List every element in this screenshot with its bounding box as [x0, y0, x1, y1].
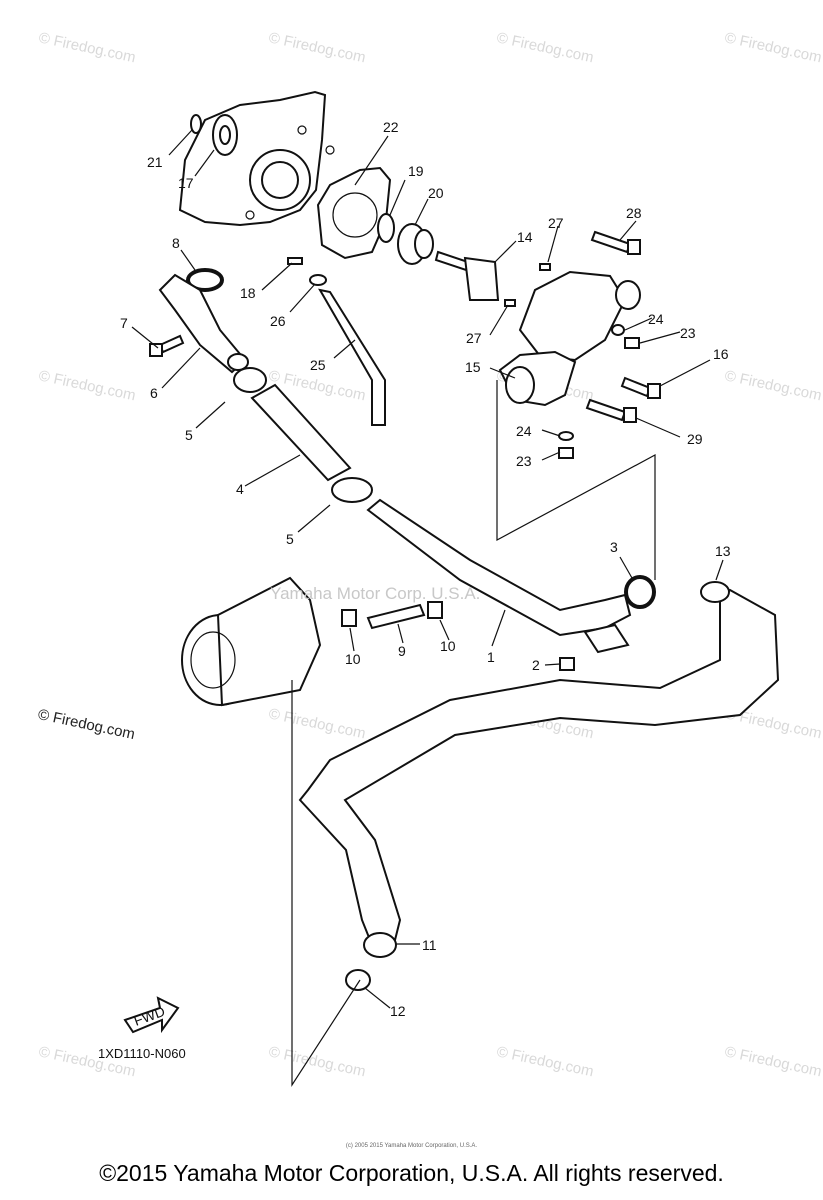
clamp-5: [233, 367, 267, 393]
callout-10: 10: [440, 638, 456, 654]
watermark-text: © Firedog.com: [267, 705, 367, 742]
elbow-15: [498, 350, 577, 407]
callout-19: 19: [408, 163, 424, 179]
impeller-14: [434, 250, 500, 301]
o-ring-3: [624, 575, 656, 609]
watermark-text: © Firedog.com: [267, 1043, 367, 1080]
callout-18: 18: [240, 285, 256, 301]
watermark-text: © Firedog.com: [495, 29, 595, 66]
callout-10: 10: [345, 651, 361, 667]
clamp-5: [331, 477, 373, 503]
callout-17: 17: [178, 175, 194, 191]
dowel-pin-27: [539, 263, 551, 271]
o-ring-8: [186, 268, 224, 292]
callout-14: 14: [517, 229, 533, 245]
gasket-22: [316, 166, 392, 260]
callout-5: 5: [185, 427, 193, 443]
clip-26: [309, 274, 327, 286]
callout-21: 21: [147, 154, 163, 170]
circlip-21: [190, 114, 202, 134]
washer-24: [611, 324, 625, 336]
water-pipe-1: [366, 498, 632, 654]
callout-28: 28: [626, 205, 642, 221]
crankcase-cover: [178, 90, 335, 227]
clamp-12: [345, 969, 371, 991]
hose-25: [318, 288, 386, 426]
callout-5: 5: [286, 531, 294, 547]
fwd-arrow: FWD: [123, 996, 180, 1034]
clamp-13: [700, 581, 730, 603]
copyright-notice: ©2015 Yamaha Motor Corporation, U.S.A. A…: [99, 1160, 724, 1186]
callout-9: 9: [398, 643, 406, 659]
callout-15: 15: [465, 359, 481, 375]
watermark-text: © Firedog.com: [37, 367, 137, 404]
bolt-29: [585, 398, 637, 423]
callout-25: 25: [310, 357, 326, 373]
callout-29: 29: [687, 431, 703, 447]
callout-leaders: [131, 129, 724, 1009]
bolt-7: [149, 334, 185, 357]
tiny-copyright: (c) 2005 2015 Yamaha Motor Corporation, …: [345, 1143, 478, 1149]
callout-6: 6: [150, 385, 158, 401]
washer-24: [558, 431, 574, 441]
callout-24: 24: [648, 311, 664, 327]
callout-11: 11: [422, 937, 437, 953]
callout-23: 23: [516, 453, 532, 469]
pump-housing: [518, 270, 641, 362]
bolt-28: [590, 230, 641, 255]
callout-7: 7: [120, 315, 128, 331]
callout-8: 8: [172, 235, 180, 251]
bolt-23: [558, 447, 574, 459]
callout-3: 3: [610, 539, 618, 555]
callout-16: 16: [713, 346, 729, 362]
assembly-bracket-lines: [291, 380, 656, 1088]
callout-27: 27: [548, 215, 564, 231]
callout-24: 24: [516, 423, 532, 439]
watermark-text: © Firedog.com: [37, 29, 137, 66]
bearing-17: [212, 114, 238, 156]
callout-20: 20: [428, 185, 444, 201]
watermark-text: © Firedog.com: [267, 29, 367, 66]
watermark-text: © Firedog.com: [495, 1043, 595, 1080]
plug-10: [427, 601, 443, 619]
mechanical-seal-20: [397, 223, 434, 265]
bolt-23: [624, 337, 640, 349]
plug-10: [341, 609, 357, 627]
callout-26: 26: [270, 313, 286, 329]
hose-9: [366, 603, 426, 630]
hose-4: [250, 383, 352, 482]
watermark-text: © Firedog.com: [723, 367, 823, 404]
center-watermark: Yamaha Motor Corp. U.S.A.: [270, 584, 481, 603]
pipe-6: [158, 273, 249, 374]
pin-18: [287, 257, 303, 265]
watermark-text: © Firedog.com: [723, 29, 823, 66]
callout-4: 4: [236, 481, 244, 497]
oil-filter: [181, 576, 322, 707]
dowel-pin-27: [504, 299, 516, 307]
callout-23: 23: [680, 325, 696, 341]
callout-2: 2: [532, 657, 540, 673]
callout-27: 27: [466, 330, 482, 346]
bolt-16: [620, 376, 661, 399]
oil-seal-19: [377, 213, 395, 243]
callout-labels: 1 2 3 4 5 5 6 7 8 9 10 10 11 12 13 14 15…: [120, 119, 731, 1019]
watermark-text: © Firedog.com: [723, 1043, 823, 1080]
callout-13: 13: [715, 543, 731, 559]
bolt-2: [559, 657, 575, 671]
diagram-code: 1XD1110-N060: [98, 1046, 186, 1061]
hose-11: [298, 588, 780, 958]
callout-22: 22: [383, 119, 399, 135]
callout-12: 12: [390, 1003, 406, 1019]
callout-1: 1: [487, 649, 495, 665]
